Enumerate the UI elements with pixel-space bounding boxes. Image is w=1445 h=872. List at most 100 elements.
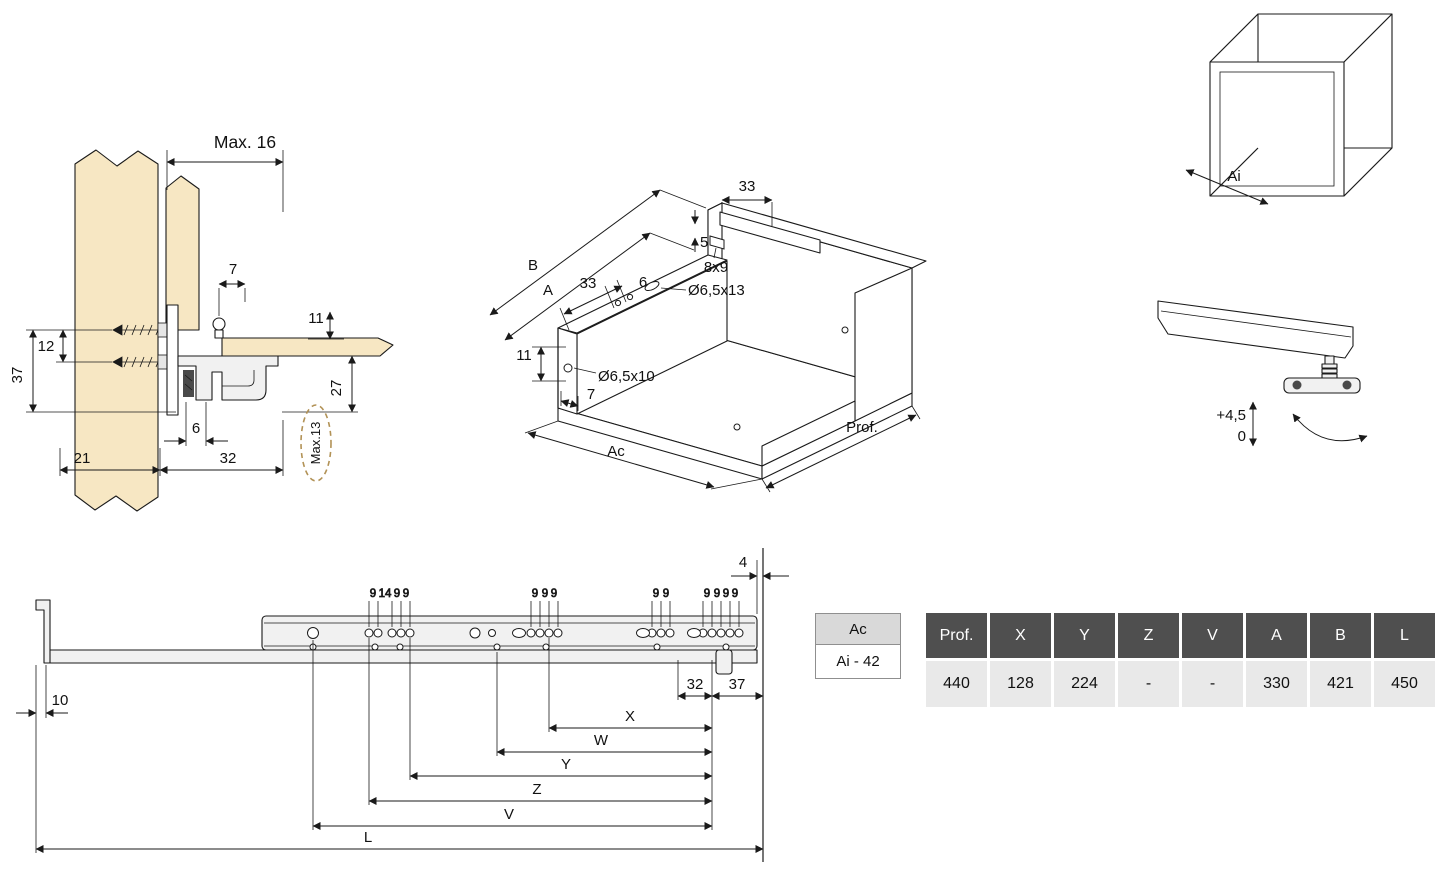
spec-table: Prof. X Y Z V A B L 440 128 224 - - 330 …	[926, 613, 1435, 707]
dim-6: 6	[164, 402, 228, 446]
dim-33-6-edge: 33 6	[559, 274, 647, 331]
group-a-label: 9	[394, 588, 400, 600]
dim-5-label: 5	[700, 234, 708, 251]
cabinet-cube-view: Ai	[1185, 13, 1393, 205]
cabinet-member-rail	[261, 615, 758, 651]
dim-L-label: L	[364, 829, 372, 846]
dim-6-edge-label: 6	[639, 274, 647, 291]
group-b-label: 9	[542, 588, 548, 600]
dim-B-label: B	[528, 257, 538, 274]
tilt-adjust-arrow	[1292, 413, 1368, 443]
max13-label: Max.13	[308, 422, 323, 465]
ac-table: Ac Ai - 42	[815, 613, 901, 679]
dim-A-label: A	[543, 282, 553, 299]
dim-Z-label: Z	[532, 781, 541, 798]
group-d-label: 9	[732, 588, 738, 600]
spec-header-cell: Z	[1118, 613, 1179, 658]
dim-max16-label: Max. 16	[214, 132, 276, 152]
dim-stack: X W Y Z V L	[35, 638, 764, 853]
group-c-label: 9	[653, 588, 659, 600]
dim-11: 11	[308, 310, 344, 340]
dim-37: 37	[9, 329, 176, 413]
dim-10-label: 10	[52, 692, 69, 709]
dim-37b-label: 37	[729, 676, 746, 693]
slot-8x9-callout: 8x9	[704, 247, 728, 276]
hole-side-label: Ø6,5x10	[598, 368, 655, 385]
screw-top	[112, 322, 168, 338]
group-d-label: 9	[704, 588, 710, 600]
dim-6-label: 6	[192, 420, 200, 437]
group-d-label: 9	[714, 588, 720, 600]
dim-21-label: 21	[74, 450, 91, 467]
drawer-front-panel	[165, 175, 200, 331]
dim-33-top: 33	[721, 178, 773, 226]
adjust-zero-label: 0	[1238, 428, 1246, 445]
side-hole	[563, 363, 573, 373]
dim-Ac: Ac	[524, 420, 763, 490]
dim-Ai-label: Ai	[1227, 168, 1240, 185]
rail-body	[1157, 300, 1354, 359]
spec-header-cell: Y	[1054, 613, 1115, 658]
rear-hook-tab	[715, 649, 733, 675]
slide-profile-view: 4 9 14 9 9 9 9 9	[16, 548, 789, 862]
hole-group-c: 9 9	[647, 588, 675, 638]
ac-table-value: Ai - 42	[836, 653, 880, 670]
dim-5: 5	[691, 210, 708, 252]
dim-Y-label: Y	[561, 756, 571, 773]
front-pin	[212, 317, 226, 339]
dim-7: 7	[218, 261, 246, 316]
group-b-label: 9	[551, 588, 557, 600]
spec-value-cell: 128	[990, 661, 1051, 707]
spec-header-cell: Prof.	[926, 613, 987, 658]
hole-group-b: 9 9 9	[526, 588, 563, 638]
runner-profile-inner	[222, 370, 255, 387]
slot-8x9	[709, 235, 725, 250]
height-adjust-arrow: +4,5 0	[1216, 401, 1257, 447]
spec-header-cell: L	[1374, 613, 1435, 658]
dim-Prof-label: Prof.	[846, 419, 878, 436]
screw-bottom	[112, 354, 168, 370]
dim-32b-label: 32	[687, 676, 704, 693]
drawer-member-rail	[45, 649, 758, 664]
front-hook	[35, 599, 51, 664]
slot-8x9-label: 8x9	[704, 259, 728, 276]
dim-X-label: X	[625, 708, 635, 725]
dim-12-label: 12	[38, 338, 55, 355]
group-d-label: 9	[723, 588, 729, 600]
mounting-pin	[1283, 355, 1361, 394]
rear-rail-bar	[719, 211, 821, 254]
group-a-label: 9	[370, 588, 376, 600]
spec-value-cell: 421	[1310, 661, 1371, 707]
group-c-label: 9	[663, 588, 669, 600]
spec-value-cell: -	[1118, 661, 1179, 707]
dim-32-37: 32 37	[677, 660, 764, 830]
hole-group-a: 9 14 9 9	[364, 588, 415, 638]
right-side-panel	[854, 267, 913, 422]
dim-37-label: 37	[9, 367, 26, 384]
runner-profile	[177, 355, 279, 401]
rail-adjustment-view: +4,5 0	[1157, 300, 1368, 447]
spec-header-cell: A	[1246, 613, 1307, 658]
dim-12: 12	[38, 329, 112, 363]
dim-33-edge-label: 33	[580, 275, 597, 292]
dim-11-label: 11	[308, 310, 324, 327]
hole-group-d: 9 9 9 9	[698, 588, 744, 638]
group-a-label: 9	[403, 588, 409, 600]
group-b-label: 9	[532, 588, 538, 600]
drawer-bottom-panel	[221, 337, 394, 357]
dim-27-label: 27	[328, 380, 345, 397]
locking-clip	[183, 370, 194, 397]
max13-callout: Max.13	[300, 404, 332, 482]
adjust-plus-label: +4,5	[1216, 407, 1246, 424]
dim-21-32: 21 32	[59, 420, 284, 476]
hole-back-label: Ø6,5x13	[688, 282, 745, 299]
spec-value-cell: 450	[1374, 661, 1435, 707]
dim-11-iso-label: 11	[516, 347, 532, 364]
dim-7-label: 7	[229, 261, 237, 278]
dim-11-iso: 11	[516, 346, 566, 382]
ac-table-header: Ac	[816, 614, 900, 645]
mounting-plate	[1283, 377, 1361, 394]
spec-value-cell: 440	[926, 661, 987, 707]
